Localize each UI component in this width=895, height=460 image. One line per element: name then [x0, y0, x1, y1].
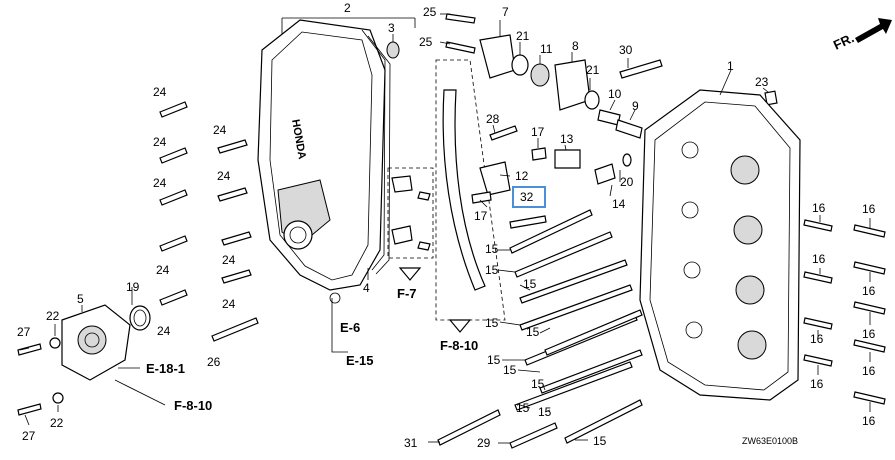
callout-27a: 27 [17, 325, 31, 339]
gasket-cover [361, 29, 400, 275]
callout-24c: 24 [153, 176, 167, 190]
ref-f8-10b: F-8-10 [440, 338, 478, 353]
bolts-24 [159, 101, 252, 306]
callout-16g: 16 [862, 327, 876, 341]
callout-24b: 24 [153, 135, 167, 149]
callout-15g: 15 [503, 363, 517, 377]
callout-15b: 15 [485, 263, 499, 277]
callout-27b: 27 [22, 429, 36, 443]
small-parts [471, 59, 778, 229]
washer-22b [52, 392, 64, 404]
callout-9: 9 [632, 99, 639, 113]
ref-e6: E-6 [340, 320, 360, 335]
washer-22a [49, 337, 61, 349]
bolt-27b [17, 403, 42, 416]
callout-15c: 15 [523, 277, 537, 291]
ref-e18-1: E-18-1 [146, 361, 185, 376]
callout-28: 28 [486, 112, 500, 126]
reference-labels: E-6 E-15 E-18-1 F-7 F-8-10 F-8-10 [146, 286, 478, 413]
bolt-27a [17, 343, 42, 356]
bolt-29 [509, 422, 558, 449]
arrow-f810 [448, 319, 472, 333]
callout-16i: 16 [862, 414, 876, 428]
callout-17a: 17 [531, 125, 545, 139]
drawing-code: ZW63E0100B [742, 436, 798, 446]
arrow-f7 [398, 267, 422, 281]
bolt-26 [211, 317, 259, 342]
callout-16c: 16 [810, 332, 824, 346]
callout-25b: 25 [419, 35, 433, 49]
callout-32: 32 [520, 190, 534, 204]
callout-22a: 22 [46, 309, 60, 323]
head-cover: HONDA [257, 19, 386, 304]
callout-29: 29 [477, 436, 491, 450]
ref-e15: E-15 [346, 353, 373, 368]
callout-3: 3 [388, 21, 395, 35]
callout-10: 10 [608, 87, 622, 101]
callout-24d: 24 [156, 263, 170, 277]
callout-24e: 24 [157, 324, 171, 338]
callout-11: 11 [540, 42, 553, 56]
hose [442, 89, 486, 291]
thermostat-cover-parts [445, 13, 600, 111]
callout-19: 19 [126, 280, 140, 294]
callout-15e: 15 [526, 325, 540, 339]
callout-14: 14 [612, 197, 626, 211]
front-arrow-icon [855, 18, 892, 43]
callout-24i: 24 [222, 297, 236, 311]
studs-16 [803, 219, 886, 405]
callout-2: 2 [344, 1, 351, 15]
callout-17b: 17 [474, 209, 488, 223]
orientation-label: FR. [831, 30, 856, 52]
callout-16a: 16 [812, 201, 826, 215]
callout-23: 23 [755, 75, 769, 89]
callout-15h: 15 [531, 377, 545, 391]
callout-16b: 16 [812, 252, 826, 266]
callout-24f: 24 [213, 123, 227, 137]
callout-16e: 16 [862, 202, 876, 216]
callout-8: 8 [572, 39, 579, 53]
callout-16d: 16 [810, 377, 824, 391]
callout-7: 7 [502, 5, 509, 19]
highlight-box [512, 186, 546, 208]
bolts-15 [509, 209, 643, 444]
callout-15k: 15 [593, 434, 607, 448]
callout-13: 13 [560, 132, 574, 146]
callout-15i: 15 [516, 401, 530, 415]
callout-15f: 15 [487, 353, 501, 367]
callout-labels: 1 2 3 4 5 7 8 9 10 11 12 13 14 15 16 17 … [17, 1, 876, 450]
callout-26: 26 [207, 355, 221, 369]
callout-1: 1 [727, 59, 734, 73]
thermostat-housing [61, 304, 151, 381]
bolt-31 [437, 409, 501, 446]
callout-25a: 25 [423, 5, 437, 19]
cylinder-head [639, 89, 801, 401]
callout-31: 31 [404, 436, 418, 450]
callout-21b: 21 [586, 63, 600, 77]
callout-22b: 22 [50, 416, 64, 430]
callout-15j: 15 [538, 405, 552, 419]
callout-20: 20 [620, 175, 634, 189]
callout-16f: 16 [862, 284, 876, 298]
ref-f8-10a: F-8-10 [174, 398, 212, 413]
callout-15a: 15 [485, 242, 499, 256]
clamp-detail-box [387, 167, 434, 259]
callout-21a: 21 [516, 29, 530, 43]
callout-15d: 15 [485, 316, 499, 330]
clamps [391, 175, 431, 251]
callout-24h: 24 [222, 253, 236, 267]
callout-12: 12 [515, 169, 529, 183]
callout-30: 30 [619, 43, 633, 57]
hose-detail-box [435, 59, 506, 321]
callout-5: 5 [77, 292, 84, 306]
callout-24g: 24 [217, 169, 231, 183]
callout-16h: 16 [862, 364, 876, 378]
ref-f7: F-7 [397, 286, 417, 301]
callout-4: 4 [363, 281, 370, 295]
callout-24a: 24 [153, 85, 167, 99]
leader-lines [19, 13, 871, 444]
